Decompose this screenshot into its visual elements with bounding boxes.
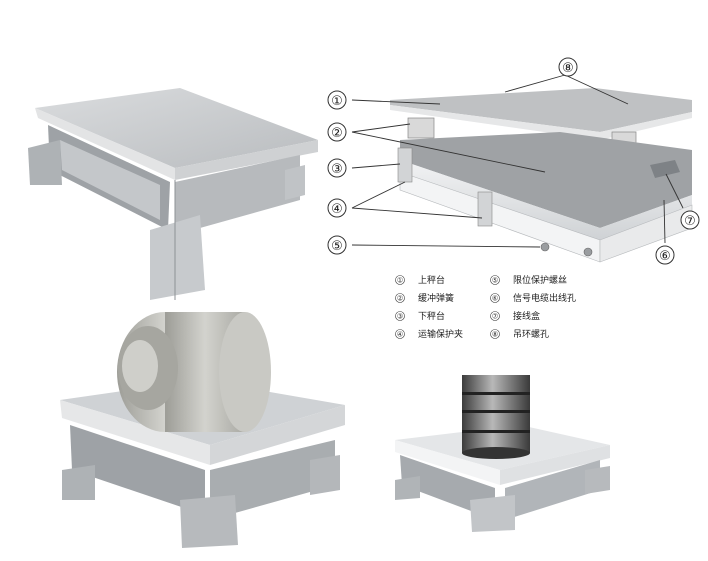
svg-text:⑧: ⑧ (562, 61, 574, 76)
svg-text:②: ② (331, 126, 343, 141)
coil-scale-photo (60, 312, 345, 548)
drum-scale-photo (395, 375, 610, 532)
callout-7: ⑦ (680, 210, 700, 230)
svg-text:①: ① (397, 277, 403, 285)
svg-text:限位保护螺丝: 限位保护螺丝 (513, 274, 567, 286)
legend-item-1: ① 上秤台 (395, 274, 445, 286)
legend-item-8: ⑧ 吊环螺孔 (490, 329, 549, 340)
svg-text:⑥: ⑥ (492, 295, 498, 303)
svg-text:⑥: ⑥ (659, 249, 671, 264)
callout-leaders (351, 74, 684, 248)
exploded-scale-drawing (390, 88, 693, 263)
legend-item-7: ⑦ 接线盒 (490, 310, 540, 322)
svg-text:信号电缆出线孔: 信号电缆出线孔 (513, 292, 576, 304)
platform-scale-photo (28, 88, 318, 300)
svg-text:下秤台: 下秤台 (418, 310, 445, 322)
callout-5: ⑤ (327, 235, 347, 255)
callout-4: ④ (327, 198, 347, 218)
svg-text:③: ③ (331, 162, 343, 177)
svg-text:吊环螺孔: 吊环螺孔 (513, 329, 549, 340)
callout-1: ① (327, 90, 347, 110)
legend-item-6: ⑥ 信号电缆出线孔 (490, 292, 576, 304)
callout-2: ② (327, 122, 347, 142)
svg-text:③: ③ (397, 313, 403, 321)
svg-text:缓冲弹簧: 缓冲弹簧 (418, 292, 454, 304)
svg-text:上秤台: 上秤台 (418, 274, 445, 286)
svg-text:①: ① (331, 94, 343, 109)
svg-text:④: ④ (397, 331, 403, 339)
svg-text:⑤: ⑤ (331, 239, 343, 254)
legend-item-3: ③ 下秤台 (395, 310, 445, 322)
svg-text:接线盒: 接线盒 (513, 310, 540, 322)
svg-text:④: ④ (331, 202, 343, 217)
svg-text:⑦: ⑦ (684, 214, 696, 229)
svg-text:⑦: ⑦ (492, 313, 498, 321)
callout-3: ③ (327, 158, 347, 178)
legend-item-4: ④ 运输保护夹 (395, 328, 463, 340)
svg-text:运输保护夹: 运输保护夹 (418, 328, 463, 340)
legend-item-5: ⑤ 限位保护螺丝 (490, 274, 567, 286)
callout-8: ⑧ (558, 57, 578, 77)
parts-legend: ① 上秤台 ② 缓冲弹簧 ③ 下秤台 ④ 运输保护夹 ⑤ 限位保护螺丝 ⑥ 信号… (395, 274, 576, 340)
svg-text:②: ② (397, 295, 403, 303)
svg-text:⑧: ⑧ (492, 331, 498, 339)
callout-6: ⑥ (655, 245, 675, 265)
svg-text:⑤: ⑤ (492, 277, 498, 285)
legend-item-2: ② 缓冲弹簧 (395, 292, 454, 304)
